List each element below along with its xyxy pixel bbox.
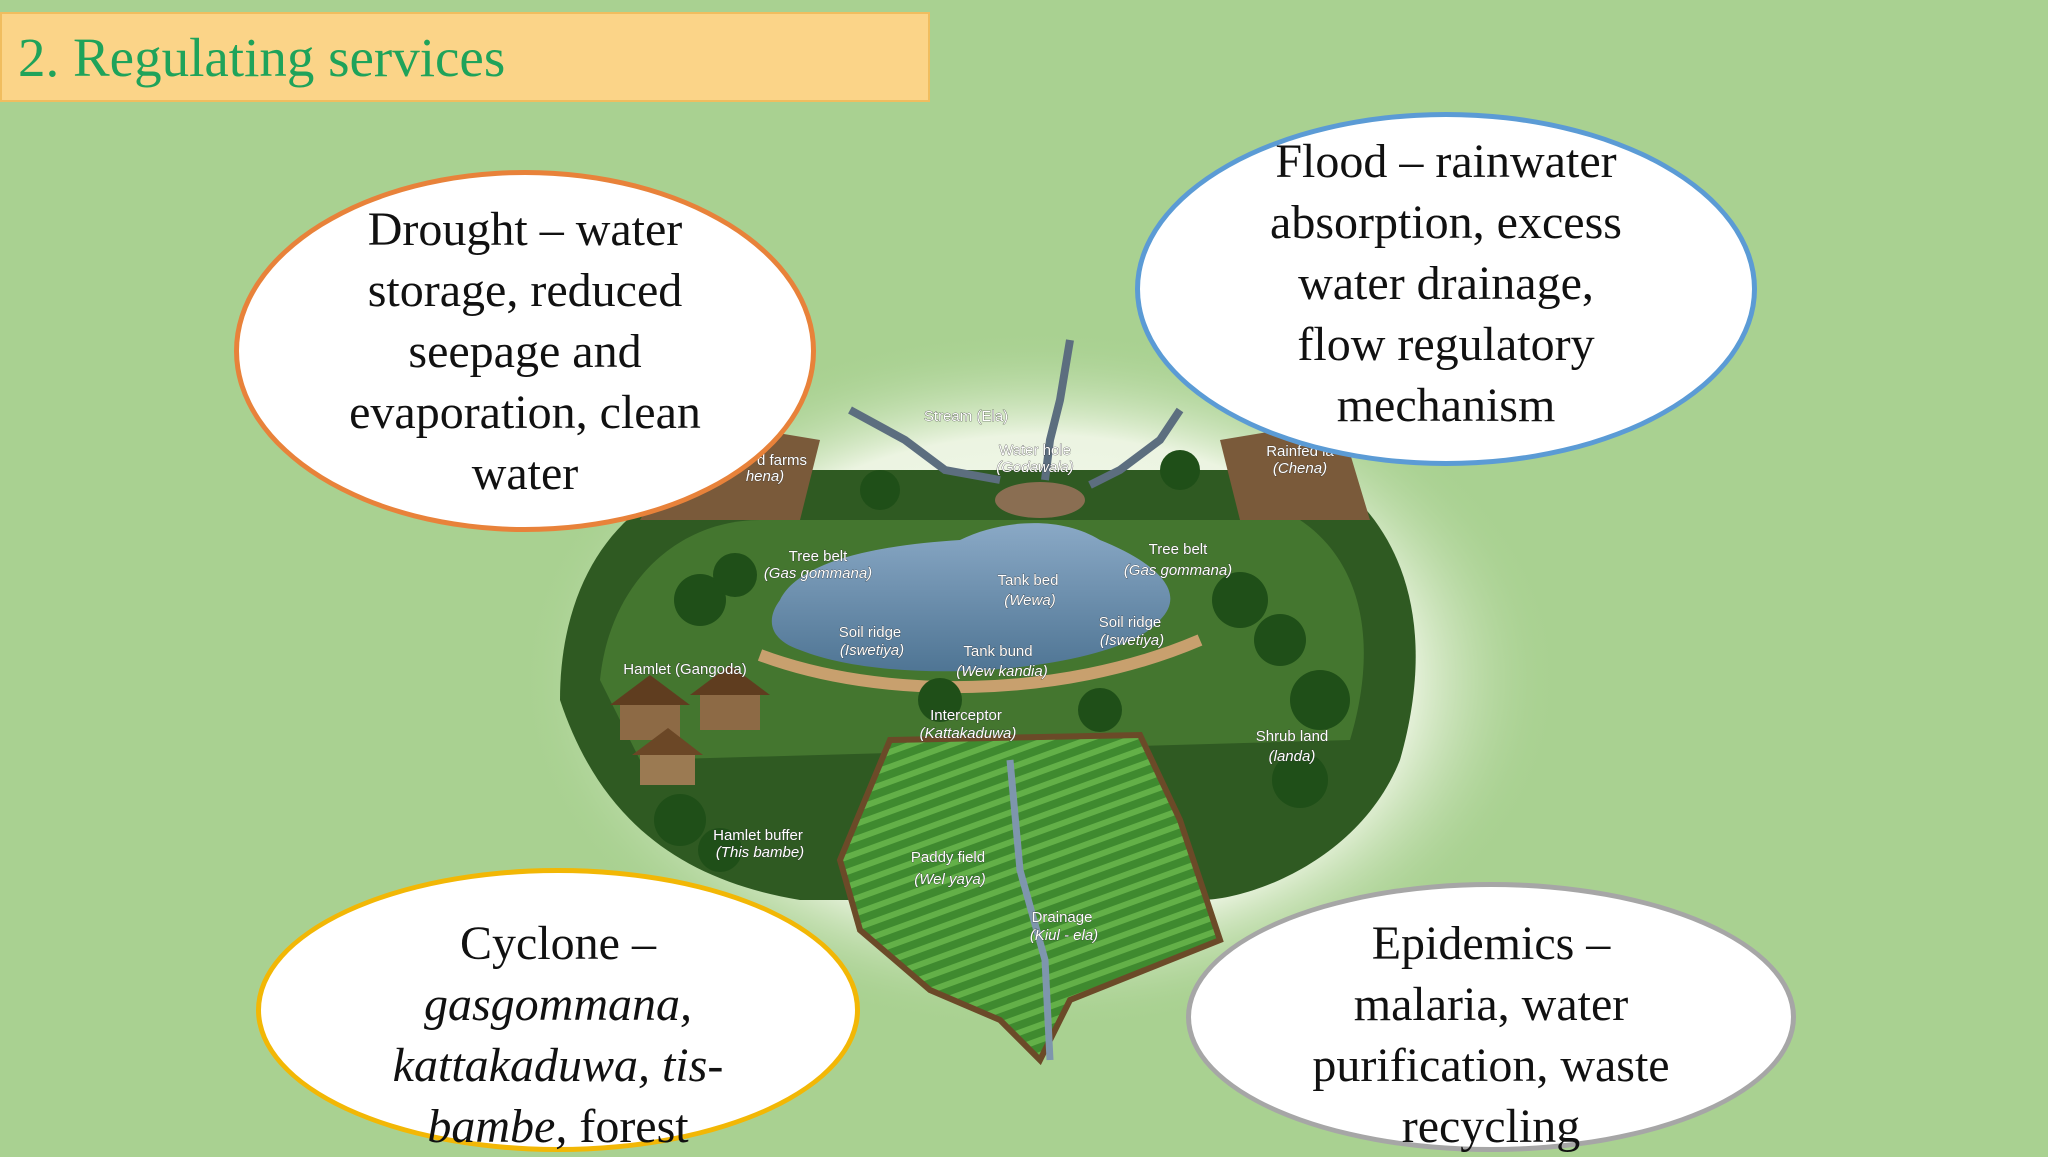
drought-line-2: storage, reduced xyxy=(367,263,683,317)
label-tree-belt-left-local: (Gas gommana) xyxy=(764,565,872,582)
cyclone-oval: Cyclone – gasgommana, kattakaduwa, tis- … xyxy=(256,868,860,1153)
epidemics-line-2: malaria, water xyxy=(1353,978,1629,1031)
label-tank-bed: Tank bed xyxy=(998,572,1059,589)
tank-water xyxy=(771,523,1171,672)
label-tree-belt-right-local: (Gas gommana) xyxy=(1124,562,1232,579)
label-paddy-field-local: (Wel yaya) xyxy=(914,871,985,888)
flood-line-4: flow regulatory xyxy=(1297,317,1595,371)
label-shrub-land-local: (landa) xyxy=(1269,748,1316,765)
cyclone-text: Cyclone – gasgommana, kattakaduwa, tis- … xyxy=(393,913,724,1157)
slide-title: 2. Regulating services xyxy=(18,27,506,88)
flood-line-2: absorption, excess xyxy=(1270,195,1622,249)
cyclone-line-4-italic: bambe, xyxy=(427,1100,568,1153)
epidemics-text: Epidemics – malaria, water purification,… xyxy=(1312,913,1669,1157)
label-farms-left: d farms xyxy=(757,452,807,469)
cyclone-line-3: kattakaduwa, tis- xyxy=(392,1039,724,1092)
label-shrub-land: Shrub land xyxy=(1256,728,1329,745)
label-farms-left-local: hena) xyxy=(746,468,784,485)
tank-bund xyxy=(757,634,1203,694)
cyclone-line-4: bambe, forest xyxy=(393,1096,724,1157)
flood-line-3: water drainage, xyxy=(1298,256,1594,310)
flood-text: Flood – rainwater absorption, excess wat… xyxy=(1270,131,1622,436)
drought-line-5: water xyxy=(471,446,579,500)
epidemics-line-3: purification, waste xyxy=(1312,1039,1670,1092)
label-drainage-local: (Kiul - ela) xyxy=(1030,927,1098,944)
diagram-labels: Stream (Ela) Water hole (Godawala) Rainf… xyxy=(623,408,1335,945)
label-hamlet-buffer-local: (This bambe) xyxy=(716,844,804,861)
label-soil-ridge-right-local: (Iswetiya) xyxy=(1100,632,1164,649)
drainage-channel xyxy=(1006,759,1054,1061)
drought-text: Drought – water storage, reduced seepage… xyxy=(349,199,701,504)
cyclone-line-2: gasgommana, xyxy=(423,978,692,1031)
label-hamlet-buffer: Hamlet buffer xyxy=(713,827,803,844)
epidemics-line-4: recycling xyxy=(1401,1100,1581,1153)
label-rainfed-right-local: (Chena) xyxy=(1273,460,1327,477)
cyclone-line-1: Cyclone – xyxy=(460,917,656,970)
cyclone-line-4-rest: forest xyxy=(567,1100,689,1153)
label-tank-bed-local: (Wewa) xyxy=(1004,592,1055,609)
title-banner: 2. Regulating services xyxy=(0,12,930,102)
drought-line-1: Drought – water xyxy=(367,202,683,256)
water-hole xyxy=(995,482,1085,518)
drought-line-3: seepage and xyxy=(408,324,642,378)
epidemics-oval: Epidemics – malaria, water purification,… xyxy=(1186,882,1796,1153)
stream-right xyxy=(1088,407,1184,489)
label-soil-ridge-left: Soil ridge xyxy=(839,624,902,641)
trees xyxy=(654,450,1350,872)
label-tank-bund-local: (Wew kandia) xyxy=(956,663,1047,680)
label-tree-belt-left: Tree belt xyxy=(789,548,848,565)
flood-oval: Flood – rainwater absorption, excess wat… xyxy=(1135,112,1757,466)
label-soil-ridge-right: Soil ridge xyxy=(1099,614,1162,631)
label-soil-ridge-left-local: (Iswetiya) xyxy=(840,642,904,659)
label-interceptor-local: (Kattakaduwa) xyxy=(920,725,1017,742)
label-interceptor: Interceptor xyxy=(930,707,1002,724)
label-water-hole-local: (Godawala) xyxy=(996,459,1074,476)
label-water-hole: Water hole xyxy=(999,442,1071,459)
label-paddy-field: Paddy field xyxy=(911,849,985,866)
label-tank-bund: Tank bund xyxy=(963,643,1032,660)
stream-left xyxy=(848,406,1001,484)
stream-center xyxy=(1041,339,1074,481)
label-tree-belt-right: Tree belt xyxy=(1149,541,1208,558)
flood-line-1: Flood – rainwater xyxy=(1275,134,1617,188)
label-hamlet: Hamlet (Gangoda) xyxy=(623,661,746,678)
drought-line-4: evaporation, clean xyxy=(349,385,701,439)
epidemics-line-1: Epidemics – xyxy=(1371,917,1611,970)
drought-oval: Drought – water storage, reduced seepage… xyxy=(234,170,816,532)
label-stream: Stream (Ela) xyxy=(924,408,1008,425)
hamlet-houses xyxy=(610,665,770,785)
label-drainage: Drainage xyxy=(1032,909,1093,926)
flood-line-5: mechanism xyxy=(1336,378,1556,432)
